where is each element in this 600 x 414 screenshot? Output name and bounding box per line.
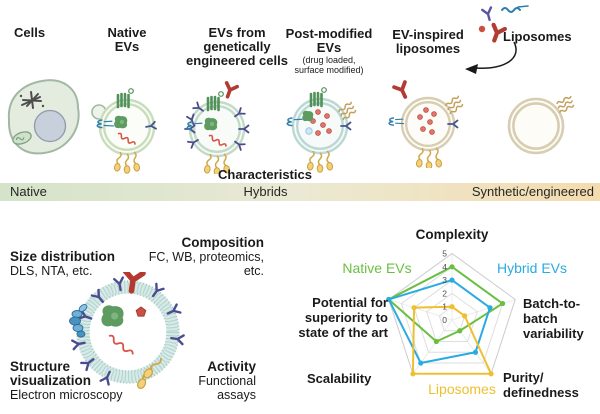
svg-text:3: 3 xyxy=(442,275,447,285)
structure-block: Structure visualization Electron microsc… xyxy=(10,359,123,403)
lipid-anchors xyxy=(203,153,231,174)
lipid-anchors xyxy=(415,147,443,168)
protein-cargo xyxy=(114,115,128,129)
rna-squiggle xyxy=(208,134,227,147)
antibody-red-icon xyxy=(392,80,408,99)
protein-cargo xyxy=(101,305,124,327)
bilayer-heads-inner xyxy=(87,291,169,373)
drug-dot-icon xyxy=(478,25,486,33)
svg-text:5: 5 xyxy=(442,249,447,259)
label-native-evs: Native EVs xyxy=(107,25,147,54)
size-distribution-block: Size distribution DLS, NTA, etc. xyxy=(10,249,116,279)
peg-chains xyxy=(338,101,357,121)
post-modified-title: Post-modified EVs xyxy=(285,26,373,55)
svg-text:1: 1 xyxy=(442,302,447,312)
legend-liposomes: Liposomes xyxy=(428,381,496,397)
antibody-red-icon xyxy=(491,22,507,43)
surface-marker-squiggle xyxy=(186,121,203,131)
antibody-icon xyxy=(481,6,493,21)
post-modified-note: (drug loaded, surface modified) xyxy=(294,55,364,75)
legend-hybrid-evs: Hybrid EVs xyxy=(496,260,568,276)
structure-methods: Electron microscopy xyxy=(10,388,123,402)
bilayer-heads-outer xyxy=(76,280,180,384)
receptor-y xyxy=(340,121,352,131)
radar-axis-potential: Potential for superiority to state of th… xyxy=(298,295,388,340)
characteristics-title: Characteristics xyxy=(218,167,312,182)
native-ev-illustration xyxy=(96,88,157,174)
curved-arrow-icon xyxy=(465,41,517,74)
peptide-squiggle-icon xyxy=(501,5,529,13)
antibody-red-icon xyxy=(224,81,239,99)
peg-chains xyxy=(556,95,575,113)
label-liposomes: Liposomes xyxy=(503,29,572,44)
hydrophilic-drug-dot xyxy=(305,127,313,135)
label-post-modified-evs: Post-modified EVs (drug loaded, surface … xyxy=(281,26,377,76)
drug-dots xyxy=(417,107,437,135)
activity-methods: Functional assays xyxy=(198,374,256,402)
surface-marker-squiggle xyxy=(96,119,115,129)
membrane-protein-cluster xyxy=(309,87,327,108)
liposome-membrane-outer xyxy=(507,97,565,155)
lipid-anchors xyxy=(113,151,141,174)
protein-cargo xyxy=(302,110,314,122)
ev-membrane-outer xyxy=(291,97,349,155)
bilayer-tails xyxy=(78,282,178,382)
composition-block: Composition FC, WB, proteomics, etc. xyxy=(148,235,265,279)
engineered-ev-illustration xyxy=(184,81,250,174)
drug-dots xyxy=(310,109,332,136)
antibody-red-icon xyxy=(122,272,146,294)
liposome-illustration xyxy=(507,95,575,155)
free-components-icons xyxy=(478,5,529,43)
chromosomes xyxy=(19,91,45,109)
svg-text:0: 0 xyxy=(442,315,447,325)
bar-label-native: Native xyxy=(10,184,47,199)
multidomain-protein xyxy=(69,303,88,338)
peg-chains xyxy=(445,95,464,115)
legend-native-evs: Native EVs xyxy=(342,260,412,276)
radar-chart: 5 4 3 2 1 0 xyxy=(386,249,516,377)
svg-text:4: 4 xyxy=(442,262,447,272)
rna-squiggle xyxy=(108,334,134,355)
drug-pentagon xyxy=(135,306,147,317)
label-ev-inspired-liposomes: EV-inspired liposomes xyxy=(392,27,464,56)
structure-title: Structure visualization xyxy=(10,359,92,388)
radar-axis-scalability: Scalability xyxy=(307,371,372,386)
protein-cargo xyxy=(204,117,218,131)
receptor-y xyxy=(447,119,459,129)
size-distribution-title: Size distribution xyxy=(10,249,116,264)
ev-membrane-outer xyxy=(188,100,246,158)
rna-squiggle xyxy=(117,132,136,145)
svg-text:2: 2 xyxy=(442,288,447,298)
radar-axis-complexity: Complexity xyxy=(415,227,489,242)
receptor-y xyxy=(145,120,157,130)
composition-title: Composition xyxy=(181,235,265,250)
lipid-anchors xyxy=(137,357,162,389)
surface-marker-squiggle xyxy=(388,117,405,126)
lipid-anchors xyxy=(306,150,334,173)
composition-methods: FC, WB, proteomics, etc. xyxy=(148,250,264,278)
activity-title: Activity xyxy=(207,359,256,374)
ev-inspired-liposome-illustration xyxy=(388,80,464,168)
label-cells: Cells xyxy=(14,25,46,40)
label-genetically-engineered-evs: EVs from genetically engineered cells xyxy=(186,25,288,68)
post-modified-ev-illustration xyxy=(286,87,357,173)
radar-axis-batch-variability: Batch-to- batch variability xyxy=(523,296,584,341)
cell-nucleus xyxy=(33,109,67,143)
characteristics-bar: Native Hybrids Synthetic/engineered xyxy=(0,183,600,201)
activity-block: Activity Functional assays xyxy=(178,359,256,403)
membrane-protein-cluster xyxy=(206,91,224,112)
surface-marker-squiggle xyxy=(286,117,303,127)
bar-label-synthetic: Synthetic/engineered xyxy=(471,184,594,199)
liposome-membrane-inner xyxy=(512,102,560,150)
cell-illustration xyxy=(7,79,107,155)
mitochondria xyxy=(12,131,32,145)
bar-label-hybrids: Hybrids xyxy=(243,184,288,199)
membrane-protein-cluster xyxy=(116,88,134,109)
characterization-vesicle-illustration xyxy=(69,272,185,389)
size-distribution-methods: DLS, NTA, etc. xyxy=(10,264,93,278)
radar-axis-purity: Purity/ definedness xyxy=(503,370,579,400)
